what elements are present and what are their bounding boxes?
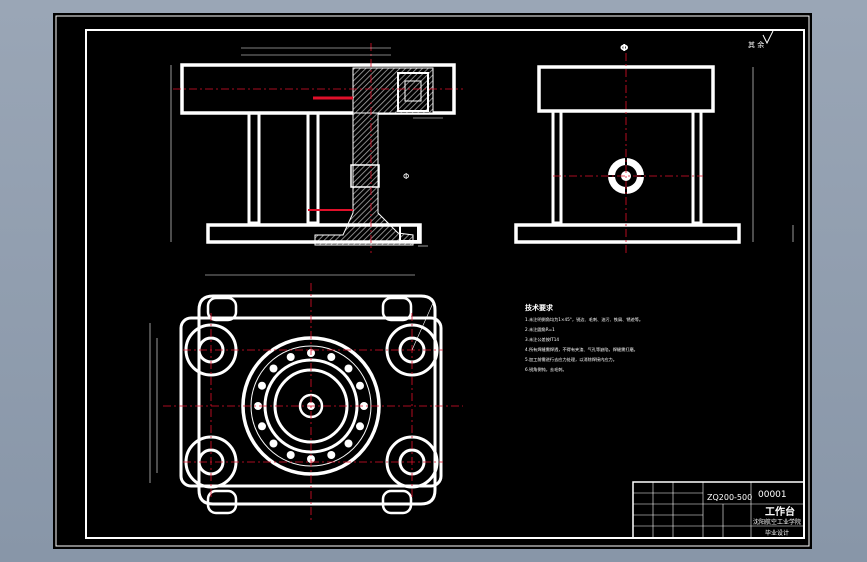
cad-drawing: Φ Φ	[55, 15, 810, 547]
title-block: ZQ200-500 00001 工作台 沈阳航空工业学院 毕业设计	[632, 481, 805, 539]
bolt-hole	[286, 353, 295, 361]
roughness-symbol: 其 余	[748, 30, 774, 49]
inner-frame	[85, 29, 805, 539]
company-name: 沈阳航空工业学院	[753, 518, 801, 526]
bolt-hole	[356, 422, 364, 431]
bolt-hole	[286, 451, 295, 459]
bolt-hole	[269, 439, 278, 448]
bolt-hole	[344, 439, 353, 448]
bolt-hole-ring	[254, 349, 368, 463]
tech-req-item-5: 5.加工前需进行去应力处理，以消除焊接内应力。	[525, 356, 617, 363]
svg-text:Φ: Φ	[403, 172, 409, 181]
tech-req-item-2: 2.未注圆角R=1	[525, 326, 555, 333]
bolt-hole	[327, 353, 336, 361]
drawing-number: ZQ200-500	[707, 493, 752, 502]
bolt-hole	[254, 402, 262, 410]
bolt-hole	[344, 364, 353, 373]
bolt-hole	[258, 381, 266, 390]
tech-req-item-3: 3.未注公差按IT14	[525, 336, 559, 343]
part-number: 00001	[758, 490, 787, 500]
part-name: 工作台	[765, 505, 795, 518]
side-view: Φ	[514, 43, 794, 253]
svg-text:Φ: Φ	[620, 43, 629, 54]
bolt-hole	[327, 451, 336, 459]
top-view	[149, 274, 463, 523]
technical-requirements: 技术要求 1.未注明倒角均为1×45°，锐边、毛刺、油污、铁屑、锈迹等。 2.未…	[525, 303, 643, 373]
bolt-hole	[356, 381, 364, 390]
roughness-label: 其 余	[748, 40, 764, 49]
bolt-hole	[360, 402, 368, 410]
drawing-sheet: Φ Φ	[53, 13, 812, 549]
outer-border	[55, 15, 810, 547]
bolt-hole	[258, 422, 266, 431]
tech-req-title: 技术要求	[525, 303, 554, 312]
title-extra: 毕业设计	[765, 529, 789, 537]
tech-req-item-6: 6.锐角倒钝，去毛刺。	[525, 366, 567, 373]
tech-req-item-4: 4.所有焊缝需焊透，不得有夹渣、气孔等缺陷，焊缝需打磨。	[525, 346, 638, 353]
front-section-view: Φ	[170, 43, 463, 253]
bolt-hole	[269, 364, 278, 373]
tech-req-item-1: 1.未注明倒角均为1×45°，锐边、毛刺、油污、铁屑、锈迹等。	[525, 316, 643, 323]
